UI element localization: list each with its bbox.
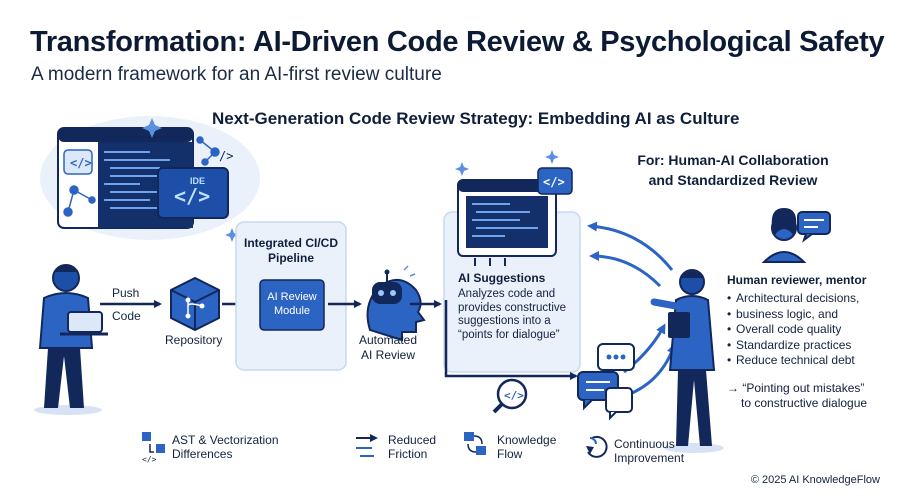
legend-line1: Knowledge	[497, 433, 557, 447]
reviewer-bullet: Architectural decisions,	[727, 291, 897, 307]
legend-line1: Continuous	[614, 437, 675, 451]
reviewer-bullet: Reduce technical debt	[727, 353, 897, 369]
suggestions-text-line: provides constructive	[458, 301, 567, 314]
legend-item: Continuous Improvement	[614, 437, 684, 465]
ide-label: IDE	[190, 176, 206, 186]
repository-label: Repository	[165, 333, 223, 347]
legend-line2: Friction	[388, 447, 428, 461]
reviewer-bullet: business logic, and	[727, 307, 897, 323]
legend-item: AST & Vectorization Differences	[172, 433, 279, 461]
pipeline-title-line2: Pipeline	[267, 251, 314, 265]
legend-line1: Reduced	[388, 433, 437, 447]
ai-module-line1: AI Review	[267, 291, 317, 303]
suggestions-text-line: suggestions into a	[458, 315, 551, 327]
mentor-avatar-icon	[761, 208, 831, 263]
reviewer-bullet: Overall code quality	[727, 322, 897, 338]
suggestions-text-line: Analyzes code and	[458, 288, 556, 300]
legend-item: Reduced Friction	[388, 433, 436, 461]
reviewer-title: Human reviewer, mentor	[727, 273, 867, 287]
developer-figure	[34, 264, 108, 415]
legend-item: Knowledge Flow	[497, 433, 556, 461]
legend-line2: Improvement	[614, 451, 685, 465]
transition-note: → “Pointing out mistakes” to constructiv…	[727, 381, 897, 411]
ai-head-icon	[366, 265, 426, 342]
code-search-icon: </>	[492, 378, 528, 414]
reviewer-panel: Human reviewer, mentor Architectural dec…	[727, 273, 897, 411]
pipeline-title: Integrated CI/CD Pipeline	[236, 236, 346, 266]
dialogue-to-reviewer-arrow-2	[629, 343, 677, 396]
panel-to-dialogue-arrow	[444, 300, 578, 380]
svg-text:</>: </>	[142, 455, 157, 464]
pipeline-title-line1: Integrated CI/CD	[243, 236, 338, 250]
automated-review-label: Automated AI Review	[350, 333, 426, 363]
reviewer-bullets: Architectural decisions, business logic,…	[727, 291, 897, 369]
ide-illustration: </> </> />	[40, 116, 260, 242]
page-title: Transformation: AI-Driven Code Review & …	[30, 26, 885, 58]
push-label: Push	[112, 286, 140, 300]
ai-review-module-box	[259, 279, 325, 331]
reduced-friction-icon	[356, 434, 378, 457]
transition-line2: to constructive dialogue	[741, 395, 868, 410]
automated-line1: Automated	[358, 333, 418, 347]
knowledge-flow-icon	[464, 432, 486, 455]
svg-text:/>: />	[219, 149, 233, 163]
audience-title-line2: and Standardized Review	[648, 172, 818, 188]
code-label: Code	[112, 309, 141, 323]
transition-line1: → “Pointing out mistakes”	[727, 380, 865, 395]
automated-line2: AI Review	[360, 348, 416, 362]
legend-line1: AST & Vectorization	[172, 433, 279, 447]
ai-review-module: AI Review Module	[260, 290, 324, 318]
legend-line2: Differences	[172, 447, 233, 461]
ai-module-line2: Module	[273, 305, 311, 317]
audience-title-line1: For: Human-AI Collaboration	[637, 152, 829, 168]
suggestions-title: AI Suggestions	[458, 271, 546, 285]
svg-text:</>: </>	[504, 389, 524, 402]
reviewer-bullet: Standardize practices	[727, 338, 897, 354]
svg-text:</>: </>	[174, 184, 210, 208]
reviewer-feedback-arrow-1	[587, 221, 674, 271]
svg-text:</>: </>	[70, 156, 92, 170]
page-subtitle: A modern framework for an AI-first revie…	[31, 64, 442, 85]
continuous-improvement-icon	[586, 435, 608, 458]
strategy-title: Next-Generation Code Review Strategy: Em…	[212, 109, 740, 128]
legend-line2: Flow	[497, 447, 523, 461]
suggestions-text-line: “points for dialogue”	[458, 328, 560, 341]
suggestions-monitor-icon: </>	[455, 150, 573, 266]
audience-title: For: Human-AI Collaboration and Standard…	[628, 150, 838, 190]
suggestions-content: AI Suggestions Analyzes code and provide…	[458, 271, 576, 342]
vectorization-icon: </>	[142, 432, 165, 464]
copyright: © 2025 AI KnowledgeFlow	[750, 474, 880, 486]
dialogue-bubbles-icon	[577, 343, 635, 421]
repository-cube-icon	[170, 276, 220, 332]
reviewer-feedback-arrow-2	[589, 251, 662, 288]
svg-text:</>: </>	[543, 175, 565, 189]
reviewer-figure	[650, 269, 724, 453]
